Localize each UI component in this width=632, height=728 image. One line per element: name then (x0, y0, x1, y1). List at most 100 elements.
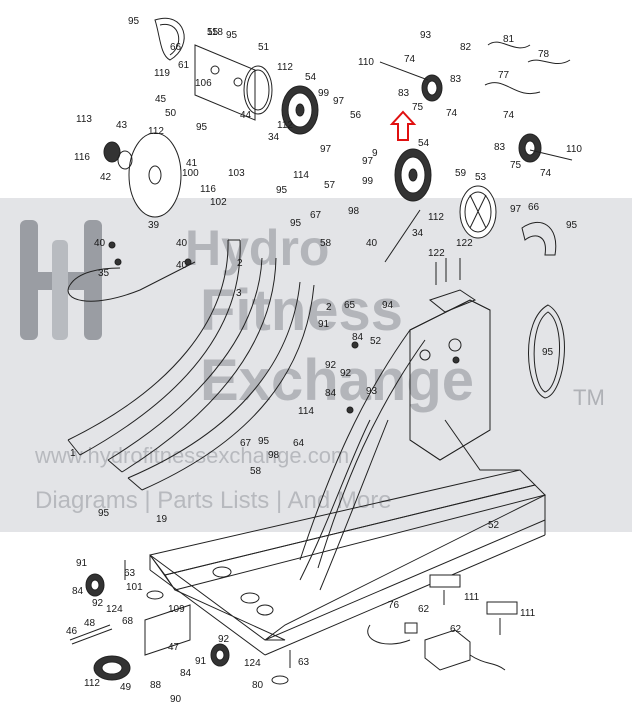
mount-plate-62-left (429, 574, 461, 588)
callout-label: 83 (450, 74, 462, 85)
callout-label: 53 (475, 172, 487, 183)
callout-label: 92 (92, 598, 104, 609)
callout-label: 39 (148, 220, 160, 231)
rail-right (127, 281, 315, 491)
callout-label: 1 (70, 448, 76, 459)
callout-label: 92 (218, 634, 230, 645)
fasteners (108, 241, 501, 668)
callout-label: 59 (455, 168, 467, 179)
callout-label: 116 (200, 184, 216, 195)
callout-label: 48 (84, 618, 96, 629)
callout-label: 106 (195, 78, 212, 89)
callout-label: 40 (176, 260, 188, 271)
drive-belt (528, 304, 565, 399)
callout-label: 116 (74, 152, 90, 163)
callout-label: 78 (538, 49, 550, 60)
mount-plate-62-right (486, 601, 518, 615)
callout-label: 57 (324, 180, 336, 191)
callout-label: 113 (76, 114, 92, 125)
callout-label: 102 (210, 197, 227, 208)
watermark-line-1: Hydro (185, 220, 329, 276)
callout-label: 95 (226, 30, 238, 41)
callout-label: 56 (350, 110, 362, 121)
callout-label: 90 (170, 694, 182, 705)
guard-top-left (154, 17, 185, 61)
callout-label: 97 (333, 96, 345, 107)
callout-label: 55 (207, 27, 219, 38)
callout-label: 124 (244, 658, 261, 669)
callout-label: 91 (318, 319, 330, 330)
callout-label: 40 (176, 238, 188, 249)
callout-label: 74 (503, 110, 515, 121)
callout-label: 3 (236, 288, 242, 299)
callout-label: 2 (237, 258, 243, 269)
callout-label: 52 (370, 336, 382, 347)
callout-label: 68 (122, 616, 134, 627)
spring-47 (69, 624, 113, 645)
power-cord-80 (367, 622, 418, 645)
callout-label: 112 (277, 120, 293, 131)
callout-label: 45 (155, 94, 167, 105)
watermark-line-2: Fitness (200, 278, 403, 343)
watermark-logo-icon (20, 220, 102, 340)
callout-label: 40 (94, 238, 106, 249)
callout-label: 84 (352, 332, 364, 343)
wheel-53 (459, 185, 497, 239)
callout-label: 9 (372, 148, 378, 159)
callout-label: 91 (195, 656, 207, 667)
axle-110-upper (379, 61, 429, 81)
callout-label: 67 (310, 210, 322, 221)
rail-left (67, 239, 241, 456)
callout-label: 112 (148, 126, 164, 137)
callout-label: 99 (362, 176, 374, 187)
callout-label: 47 (168, 642, 180, 653)
callout-label: 51 (258, 42, 270, 53)
callout-label: 80 (252, 680, 264, 691)
callout-label: 98 (268, 450, 280, 461)
callout-label: 82 (460, 42, 472, 53)
callout-label: 95 (290, 218, 302, 229)
callout-label: 46 (66, 626, 78, 637)
wire-harness-77 (484, 82, 541, 95)
callout-label: 95 (258, 436, 270, 447)
callout-label: 61 (178, 60, 190, 71)
callout-label: 95 (276, 185, 288, 196)
callout-label: 63 (124, 568, 136, 579)
callout-label: 122 (456, 238, 473, 249)
callout-label: 84 (180, 668, 192, 679)
callout-label: 64 (293, 438, 305, 449)
watermark-tagline: Diagrams | Parts Lists | And More (35, 487, 392, 514)
rod-34-right (384, 209, 421, 263)
rail-center (107, 257, 277, 473)
callout-label: 112 (428, 212, 444, 223)
watermark-url: www.hydrofitnessexchange.com (34, 443, 349, 468)
power-adapter-76 (424, 629, 506, 671)
callout-label: 19 (156, 514, 168, 525)
callout-label: 34 (268, 132, 280, 143)
callout-label: 112 (84, 678, 100, 689)
callout-label: 54 (305, 72, 317, 83)
guard-66 (521, 222, 557, 256)
flywheel-54-right (394, 148, 432, 202)
callout-label: 118 (207, 27, 223, 38)
bracket-plate (194, 44, 256, 121)
callout-label: 111 (520, 608, 536, 619)
callout-label: 92 (340, 368, 352, 379)
wheel-52-right (210, 643, 230, 667)
pulley-75-lower (518, 133, 542, 163)
callout-label: 112 (277, 62, 293, 73)
disc-39 (128, 132, 182, 218)
callout-label: 84 (72, 586, 84, 597)
callout-label: 44 (240, 110, 252, 121)
callout-label: 88 (150, 680, 162, 691)
callout-label: 74 (540, 168, 552, 179)
foot-63-left (146, 590, 164, 600)
callout-label: 91 (76, 558, 88, 569)
flywheel-54-left (281, 85, 319, 135)
callout-label: 58 (320, 238, 332, 249)
bracket-68 (144, 604, 191, 656)
callout-label: 52 (488, 520, 500, 531)
callout-label: 124 (106, 604, 123, 615)
wire-harness-81 (487, 41, 571, 65)
